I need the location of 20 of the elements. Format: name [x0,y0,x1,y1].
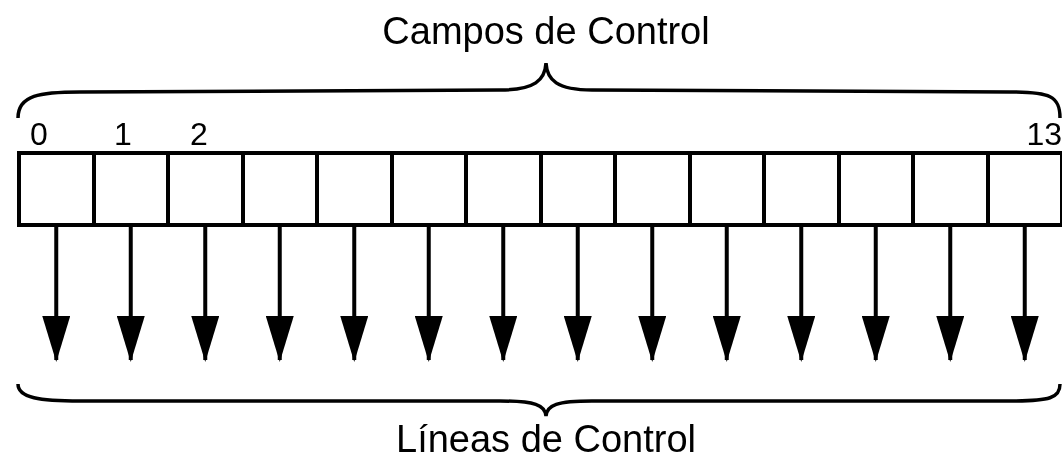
arrow [638,227,667,362]
arrow [563,227,592,362]
arrow [712,227,741,362]
arrow [191,227,220,362]
arrow [489,227,518,362]
arrow [787,227,816,362]
arrow [116,227,145,362]
bracket-label: Líneas de Control [396,420,696,458]
arrow [1010,227,1039,362]
arrow [861,227,890,362]
arrow [340,227,369,362]
arrow [42,227,71,362]
bracket-label: Campos de Control [382,12,710,50]
bit-index: 2 [190,118,208,150]
arrow [265,227,294,362]
arrow [414,227,443,362]
arrow [936,227,965,362]
bit-index: 1 [114,118,132,150]
bit-index: 0 [30,118,48,150]
bit-index: 13 [1026,118,1062,150]
